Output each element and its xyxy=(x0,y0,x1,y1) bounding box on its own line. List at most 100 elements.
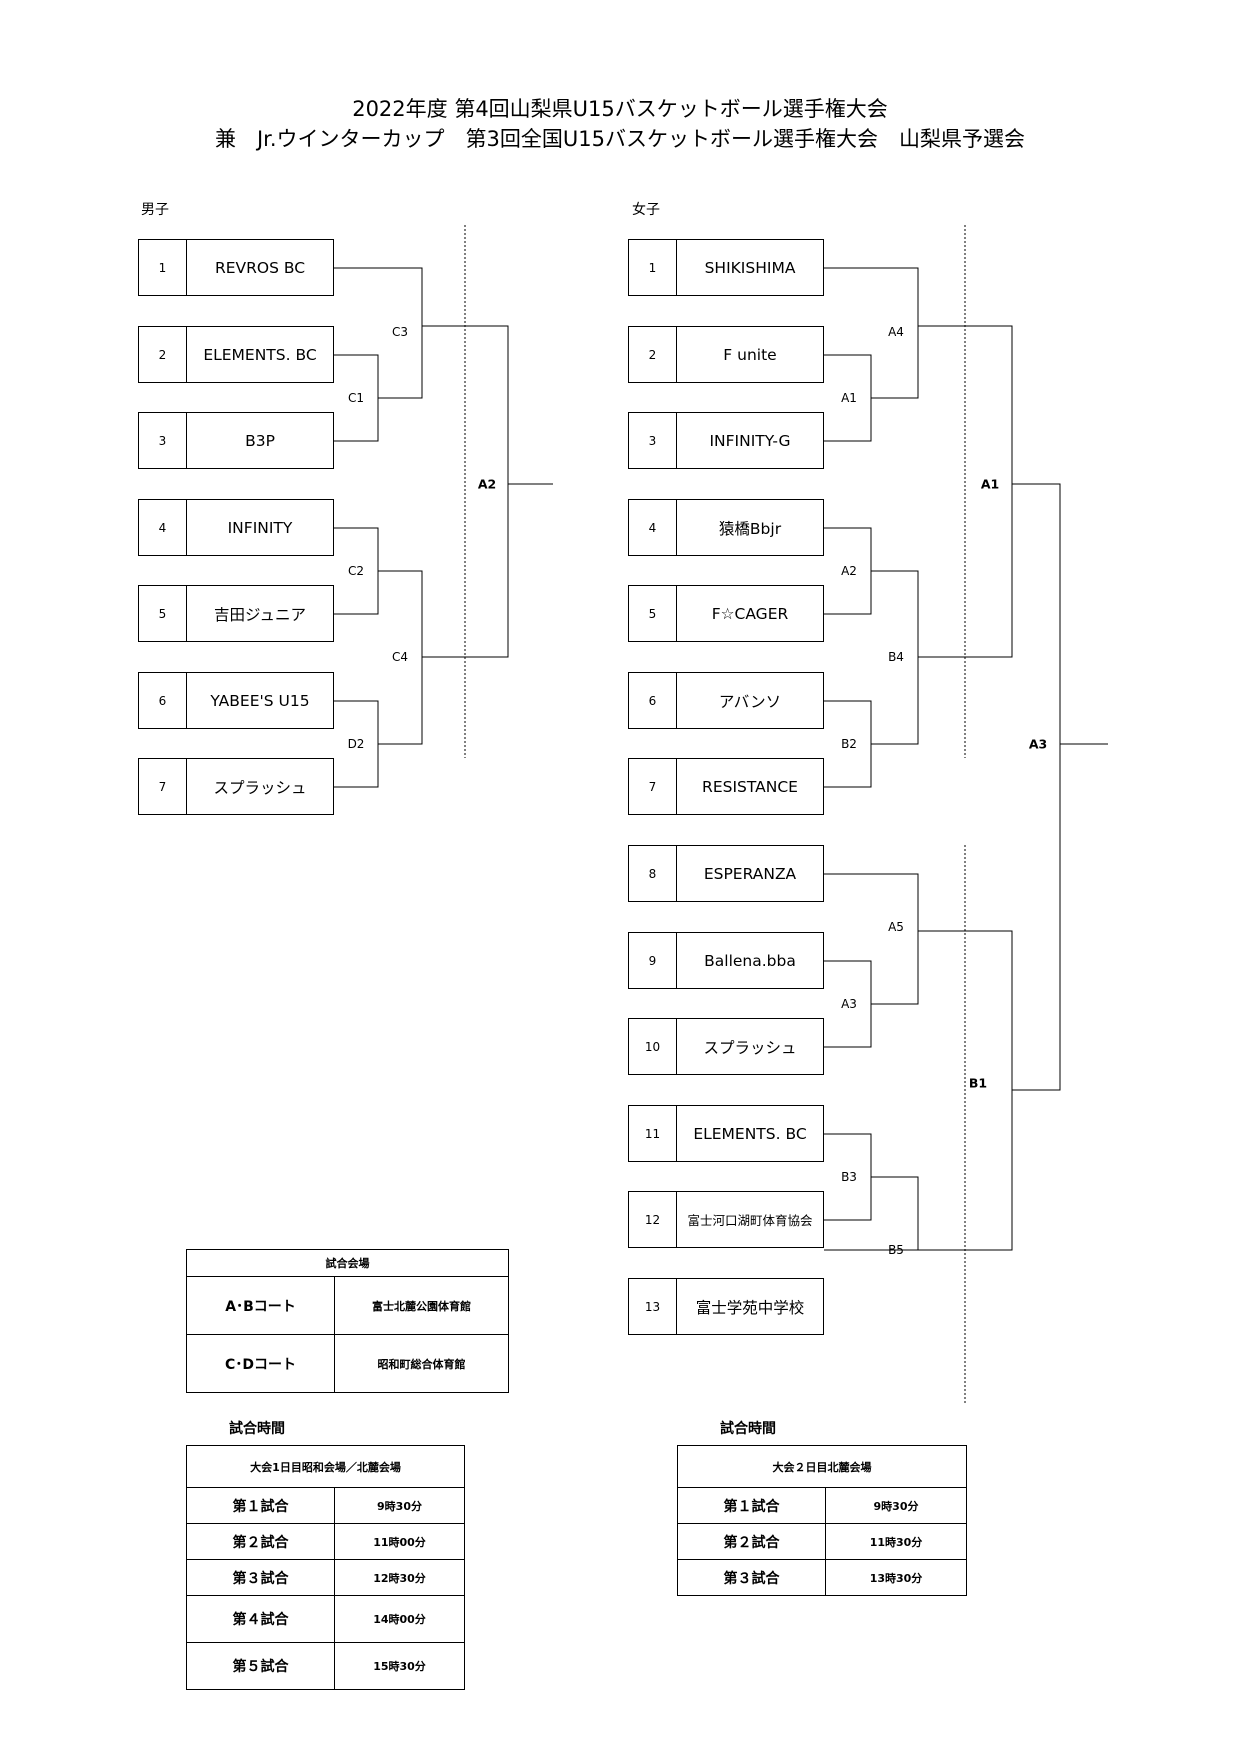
girls-section-label: 女子 xyxy=(632,202,660,218)
team-name: 富士学苑中学校 xyxy=(695,1298,805,1317)
boys-line-a2 xyxy=(422,325,553,658)
seed-number: 9 xyxy=(629,933,677,988)
boys-line-c3 xyxy=(334,267,423,399)
seed-number: 1 xyxy=(139,240,187,295)
girls-match-b2: B2 xyxy=(841,737,857,751)
schedule1-heading: 試合時間 xyxy=(229,1421,285,1437)
boys-team-6: 6 YABEE'S U15 xyxy=(138,672,334,729)
game-time: 12時30分 xyxy=(334,1559,465,1596)
boys-match-c2: C2 xyxy=(347,564,365,578)
girls-match-a1: A1 xyxy=(980,476,1000,492)
team-name: スプラッシュ xyxy=(703,1038,797,1057)
girls-match-a3-final: A3 xyxy=(1028,736,1048,752)
game-time: 14時00分 xyxy=(334,1595,465,1643)
girls-match-a2: A2 xyxy=(841,564,857,578)
schedule1-header: 大会1日目昭和会場／北麓会場 xyxy=(186,1445,465,1488)
boys-match-d2: D2 xyxy=(347,737,365,751)
game-label: 第２試合 xyxy=(186,1523,335,1560)
team-name: ESPERANZA xyxy=(703,864,797,883)
seed-number: 12 xyxy=(629,1192,677,1247)
girls-team-4: 4 猿橋Bbjr xyxy=(628,499,824,556)
game-label: 第２試合 xyxy=(677,1523,826,1560)
venue-court: A･Bコート xyxy=(186,1276,335,1335)
girls-line-a1 xyxy=(918,325,1013,658)
boys-match-a2: A2 xyxy=(477,476,497,492)
girls-match-b1: B1 xyxy=(968,1075,988,1091)
seed-number: 2 xyxy=(139,327,187,382)
venue-header: 試合会場 xyxy=(186,1249,509,1277)
team-name: Ballena.bba xyxy=(704,951,796,970)
title-line-1: 2022年度 第4回山梨県U15バスケットボール選手権大会 xyxy=(352,97,888,121)
game-label: 第４試合 xyxy=(186,1595,335,1643)
girls-line-a5 xyxy=(824,873,919,1005)
game-time: 13時30分 xyxy=(825,1559,967,1596)
team-name: F unite xyxy=(723,345,777,364)
girls-team-13: 13 富士学苑中学校 xyxy=(628,1278,824,1335)
game-label: 第１試合 xyxy=(186,1487,335,1524)
boys-match-c4: C4 xyxy=(391,650,409,664)
girls-line-a4 xyxy=(824,267,919,399)
venue-place: 昭和町総合体育館 xyxy=(334,1334,509,1393)
team-name: INFINITY xyxy=(227,518,293,537)
seed-number: 4 xyxy=(629,500,677,555)
seed-number: 1 xyxy=(629,240,677,295)
girls-team-10: 10 スプラッシュ xyxy=(628,1018,824,1075)
team-name: ELEMENTS. BC xyxy=(203,345,317,364)
seed-number: 8 xyxy=(629,846,677,901)
game-label: 第３試合 xyxy=(677,1559,826,1596)
girls-match-b3: B3 xyxy=(841,1170,857,1184)
seed-number: 6 xyxy=(139,673,187,728)
boys-team-4: 4 INFINITY xyxy=(138,499,334,556)
team-name: F☆CAGER xyxy=(711,604,789,623)
team-name: 富士河口湖町体育協会 xyxy=(687,1213,813,1228)
seed-number: 3 xyxy=(139,413,187,468)
game-time: 11時30分 xyxy=(825,1523,967,1560)
girls-team-6: 6 アバンソ xyxy=(628,672,824,729)
seed-number: 13 xyxy=(629,1279,677,1334)
schedule2-heading: 試合時間 xyxy=(720,1421,776,1437)
seed-number: 4 xyxy=(139,500,187,555)
schedule2-header: 大会２日目北麓会場 xyxy=(677,1445,967,1488)
venue-court: C･Dコート xyxy=(186,1334,335,1393)
game-label: 第５試合 xyxy=(186,1642,335,1690)
girls-team-11: 11 ELEMENTS. BC xyxy=(628,1105,824,1162)
game-time: 9時30分 xyxy=(825,1487,967,1524)
team-name: B3P xyxy=(245,431,275,450)
girls-team-12: 12 富士河口湖町体育協会 xyxy=(628,1191,824,1248)
boys-team-3: 3 B3P xyxy=(138,412,334,469)
girls-match-a1-semi: A1 xyxy=(841,391,857,405)
girls-match-a4: A4 xyxy=(888,325,904,339)
seed-number: 7 xyxy=(629,759,677,814)
boys-team-1: 1 REVROS BC xyxy=(138,239,334,296)
girls-team-8: 8 ESPERANZA xyxy=(628,845,824,902)
seed-number: 3 xyxy=(629,413,677,468)
team-name: REVROS BC xyxy=(214,258,306,277)
boys-section-label: 男子 xyxy=(141,202,169,218)
girls-match-b4: B4 xyxy=(888,650,904,664)
boys-match-c1: C1 xyxy=(347,391,365,405)
seed-number: 11 xyxy=(629,1106,677,1161)
team-name: ELEMENTS. BC xyxy=(693,1124,807,1143)
team-name: SHIKISHIMA xyxy=(704,258,796,277)
team-name: YABEE'S U15 xyxy=(210,691,310,710)
seed-number: 10 xyxy=(629,1019,677,1074)
seed-number: 5 xyxy=(629,586,677,641)
game-time: 15時30分 xyxy=(334,1642,465,1690)
seed-number: 6 xyxy=(629,673,677,728)
boys-team-2: 2 ELEMENTS. BC xyxy=(138,326,334,383)
girls-team-5: 5 F☆CAGER xyxy=(628,585,824,642)
team-name: 猿橋Bbjr xyxy=(718,519,782,538)
team-name: アバンソ xyxy=(718,692,782,711)
girls-line-a3 xyxy=(1012,483,1108,1091)
girls-line-b5 xyxy=(824,1176,919,1251)
game-time: 9時30分 xyxy=(334,1487,465,1524)
seed-number: 7 xyxy=(139,759,187,814)
game-label: 第３試合 xyxy=(186,1559,335,1596)
girls-team-1: 1 SHIKISHIMA xyxy=(628,239,824,296)
